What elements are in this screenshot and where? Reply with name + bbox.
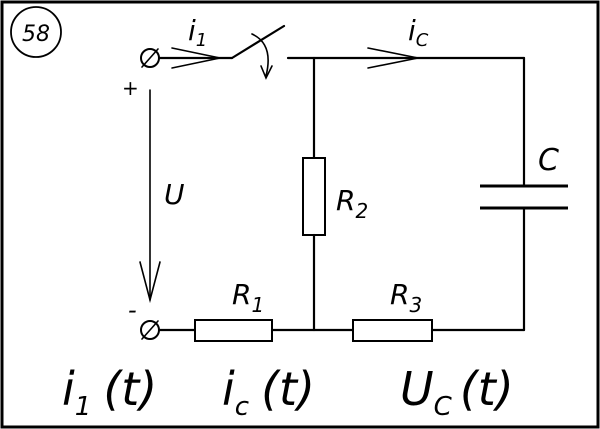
label-plus: + bbox=[122, 76, 139, 100]
label-ic: iC bbox=[408, 14, 429, 51]
label-c: C bbox=[538, 143, 559, 178]
caption-i1: i1(t) bbox=[62, 362, 157, 422]
label-r3: R3 bbox=[390, 278, 422, 317]
switch-arrow-head bbox=[260, 65, 273, 80]
voltage-arrow-head bbox=[139, 261, 161, 304]
label-r2: R2 bbox=[336, 184, 368, 223]
badge-text: 58 bbox=[22, 22, 50, 47]
resistor-r1 bbox=[194, 319, 273, 342]
bottom-terminal bbox=[140, 320, 160, 340]
label-minus: - bbox=[128, 296, 137, 324]
label-r1: R1 bbox=[232, 278, 264, 317]
caption: i1(t) ic(t) UC(t) bbox=[62, 362, 514, 422]
switch-blade bbox=[230, 24, 286, 60]
label-i1: i1 bbox=[188, 14, 207, 51]
switch-arrow bbox=[251, 33, 269, 77]
resistor-r2 bbox=[302, 157, 326, 236]
problem-number-badge: 58 bbox=[10, 6, 62, 58]
caption-uc: UC(t) bbox=[400, 362, 514, 422]
ic-arrow bbox=[367, 47, 419, 69]
caption-ic: ic(t) bbox=[222, 362, 315, 422]
resistor-r3 bbox=[352, 319, 433, 342]
label-u: U bbox=[164, 178, 185, 211]
top-terminal bbox=[140, 48, 160, 68]
i1-arrow bbox=[171, 47, 221, 69]
